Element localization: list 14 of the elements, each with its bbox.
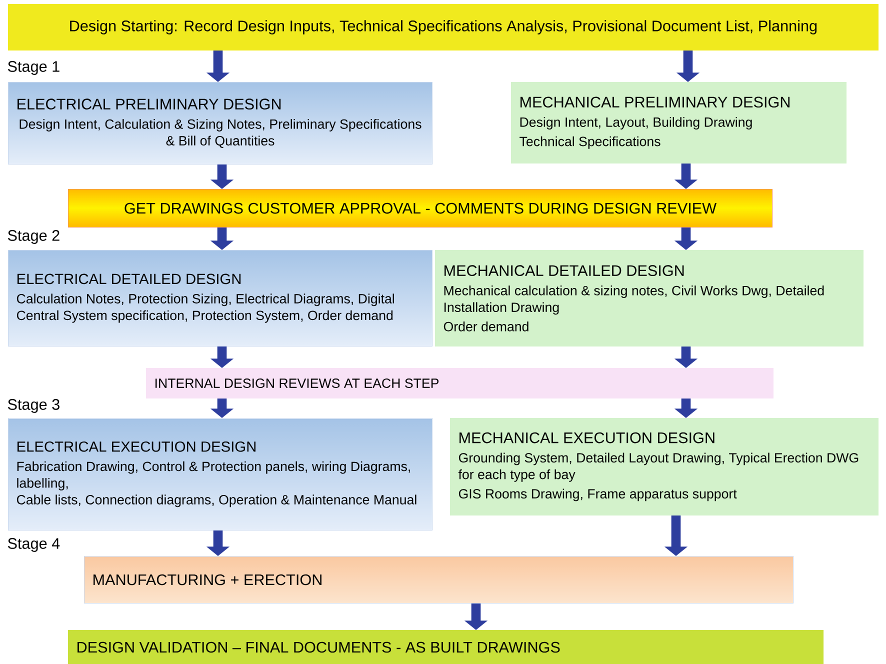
- process-box: ELECTRICAL DETAILED DESIGN Calculation Notes, Protection Sizing, Electrical Diagrams, Digital Central System specification, Protection System, Order demand: [8, 250, 433, 347]
- process-box: MECHANICAL PRELIMINARY DESIGN Design Intent, Layout, Building Drawing Technical Specifications: [511, 82, 847, 164]
- process-box: ELECTRICAL PRELIMINARY DESIGN Design Intent, Calculation & Sizing Notes, Preliminary Specifications & Bill of Quantities: [8, 82, 433, 165]
- stage-label: Stage 4: [8, 538, 60, 552]
- process-box: MECHANICAL DETAILED DESIGN Mechanical calculation & sizing notes, Civil Works Dwg, Detailed Installation Drawing Order demand: [435, 250, 864, 347]
- process-box: ELECTRICAL EXECUTION DESIGN Fabrication Drawing, Control & Protection panels, wiring Diagrams, labelling, Cable lists, Connection diagrams, Operation & Maintenance Manual: [8, 418, 433, 531]
- final-bar: DESIGN VALIDATION – FINAL DOCUMENTS - AS BUILT DRAWINGS: [68, 630, 824, 664]
- review-bar: INTERNAL DESIGN REVIEWS AT EACH STEP: [146, 368, 774, 399]
- process-bar: MANUFACTURING + ERECTION: [84, 556, 794, 604]
- process-box: MECHANICAL EXECUTION DESIGN Grounding System, Detailed Layout Drawing, Typical Erection DWG for each type of bay GIS Rooms Drawing, Frame apparatus support: [450, 418, 879, 516]
- stage-label: Stage 2: [8, 230, 60, 244]
- title-bar: Design Starting: Record Design Inputs, Technical Specifications Analysis, Provisional Document List, Planning: [8, 4, 879, 51]
- approval-bar: GET DRAWINGS CUSTOMER APPROVAL - COMMENTS DURING DESIGN REVIEW: [68, 189, 773, 228]
- stage-label: Stage 1: [8, 61, 60, 75]
